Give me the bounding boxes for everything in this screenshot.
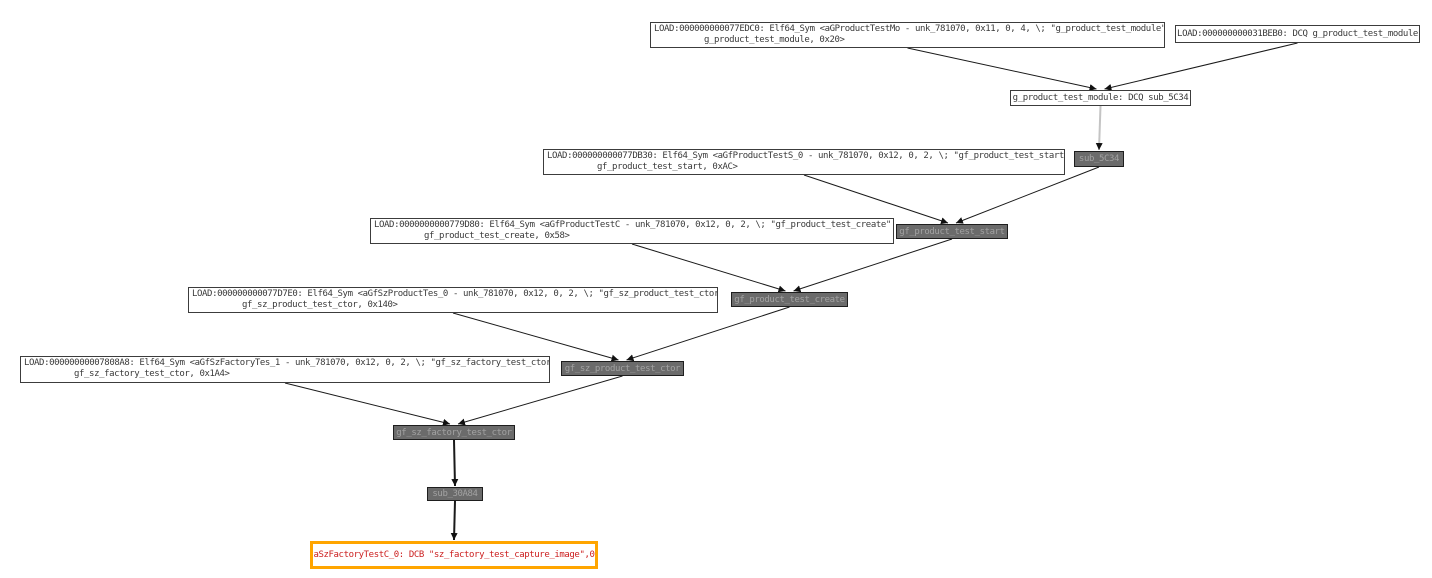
graph-edge-sym-gf-sz-product-test-ctor-to-gf-sz-product-test-ctor (452, 312, 619, 362)
node-text-line: aSzFactoryTestC_0: DCB "sz_factory_test_… (313, 550, 595, 560)
node-text-line: LOAD:0000000000779D80: Elf64_Sym <aGfPro… (374, 220, 891, 230)
graph-edge-sym-g-product-test-module-to-g-product-test-module (907, 47, 1097, 91)
graph-node-g-product-test-module[interactable]: g_product_test_module: DCQ sub_5C34 (1010, 90, 1191, 106)
node-text-line: gf_sz_factory_test_ctor, 0x1A4> (74, 369, 230, 379)
node-text-line: g_product_test_module: DCQ sub_5C34 (1012, 93, 1189, 103)
graph-edge-gf-sz-product-test-ctor-to-gf-sz-factory-test-ctor (457, 375, 623, 426)
node-text-line: LOAD:000000000031BEB0: DCQ g_product_tes… (1177, 29, 1418, 39)
graph-edge-g-product-test-module-to-sub-5c34 (1095, 105, 1103, 151)
graph-edge-gf-product-test-start-to-gf-product-test-create (793, 238, 953, 293)
node-text-line: g_product_test_module, 0x20> (704, 35, 845, 45)
graph-node-sub-5c34[interactable]: sub_5C34 (1074, 151, 1124, 167)
node-text-line: gf_product_test_create (734, 294, 845, 305)
graph-node-gf-sz-product-test-ctor[interactable]: gf_sz_product_test_ctor (561, 361, 684, 376)
graph-node-sym-gf-sz-product-test-ctor[interactable]: LOAD:000000000077D7E0: Elf64_Sym <aGfSzP… (188, 287, 718, 313)
graph-node-sub-30a84[interactable]: sub_30A84 (427, 487, 483, 501)
graph-node-gf-product-test-create[interactable]: gf_product_test_create (731, 292, 848, 307)
graph-edge-gf-product-test-create-to-gf-sz-product-test-ctor (626, 306, 790, 362)
graph-node-sym-gf-product-test-start[interactable]: LOAD:000000000077DB30: Elf64_Sym <aGfPro… (543, 149, 1065, 175)
graph-edge-sym-gf-sz-factory-test-ctor-to-gf-sz-factory-test-ctor (284, 382, 451, 426)
node-text-line: gf_sz_factory_test_ctor (396, 427, 512, 438)
graph-node-dcq-g-product-test-module[interactable]: LOAD:000000000031BEB0: DCQ g_product_tes… (1175, 25, 1420, 43)
node-text-line: gf_product_test_start (899, 226, 1005, 237)
node-text-line: LOAD:000000000077EDC0: Elf64_Sym <aGProd… (654, 24, 1165, 34)
graph-node-gf-sz-factory-test-ctor[interactable]: gf_sz_factory_test_ctor (393, 425, 515, 440)
graph-edge-gf-sz-factory-test-ctor-to-sub-30a84 (451, 439, 459, 487)
node-text-line: gf_sz_product_test_ctor (564, 363, 681, 374)
node-text-line: sub_30A84 (432, 489, 478, 499)
graph-edge-dcq-g-product-test-module-to-g-product-test-module (1104, 42, 1298, 91)
graph-edge-sym-gf-product-test-create-to-gf-product-test-create (631, 243, 786, 293)
node-text-line: gf_product_test_create, 0x58> (424, 231, 570, 241)
node-text-line: LOAD:00000000007808A8: Elf64_Sym <aGfSzF… (24, 358, 550, 368)
graph-node-a-sz-factory-test-c-0[interactable]: aSzFactoryTestC_0: DCB "sz_factory_test_… (310, 541, 598, 569)
graph-node-gf-product-test-start[interactable]: gf_product_test_start (896, 224, 1008, 239)
graph-node-sym-g-product-test-module[interactable]: LOAD:000000000077EDC0: Elf64_Sym <aGProd… (650, 22, 1165, 48)
node-text-line: gf_sz_product_test_ctor, 0x140> (242, 300, 398, 310)
node-text-line: LOAD:000000000077D7E0: Elf64_Sym <aGfSzP… (192, 289, 718, 299)
node-text-line: sub_5C34 (1078, 154, 1120, 164)
graph-edge-sub-5c34-to-gf-product-test-start (955, 166, 1100, 224)
graph-edge-sym-gf-product-test-start-to-gf-product-test-start (803, 174, 949, 225)
graph-edge-sub-30a84-to-a-sz-factory-test-c-0 (450, 500, 458, 541)
node-text-line: gf_product_test_start, 0xAC> (597, 162, 738, 172)
graph-node-sym-gf-sz-factory-test-ctor[interactable]: LOAD:00000000007808A8: Elf64_Sym <aGfSzF… (20, 356, 550, 383)
node-text-line: LOAD:000000000077DB30: Elf64_Sym <aGfPro… (547, 151, 1065, 161)
graph-node-sym-gf-product-test-create[interactable]: LOAD:0000000000779D80: Elf64_Sym <aGfPro… (370, 218, 894, 244)
